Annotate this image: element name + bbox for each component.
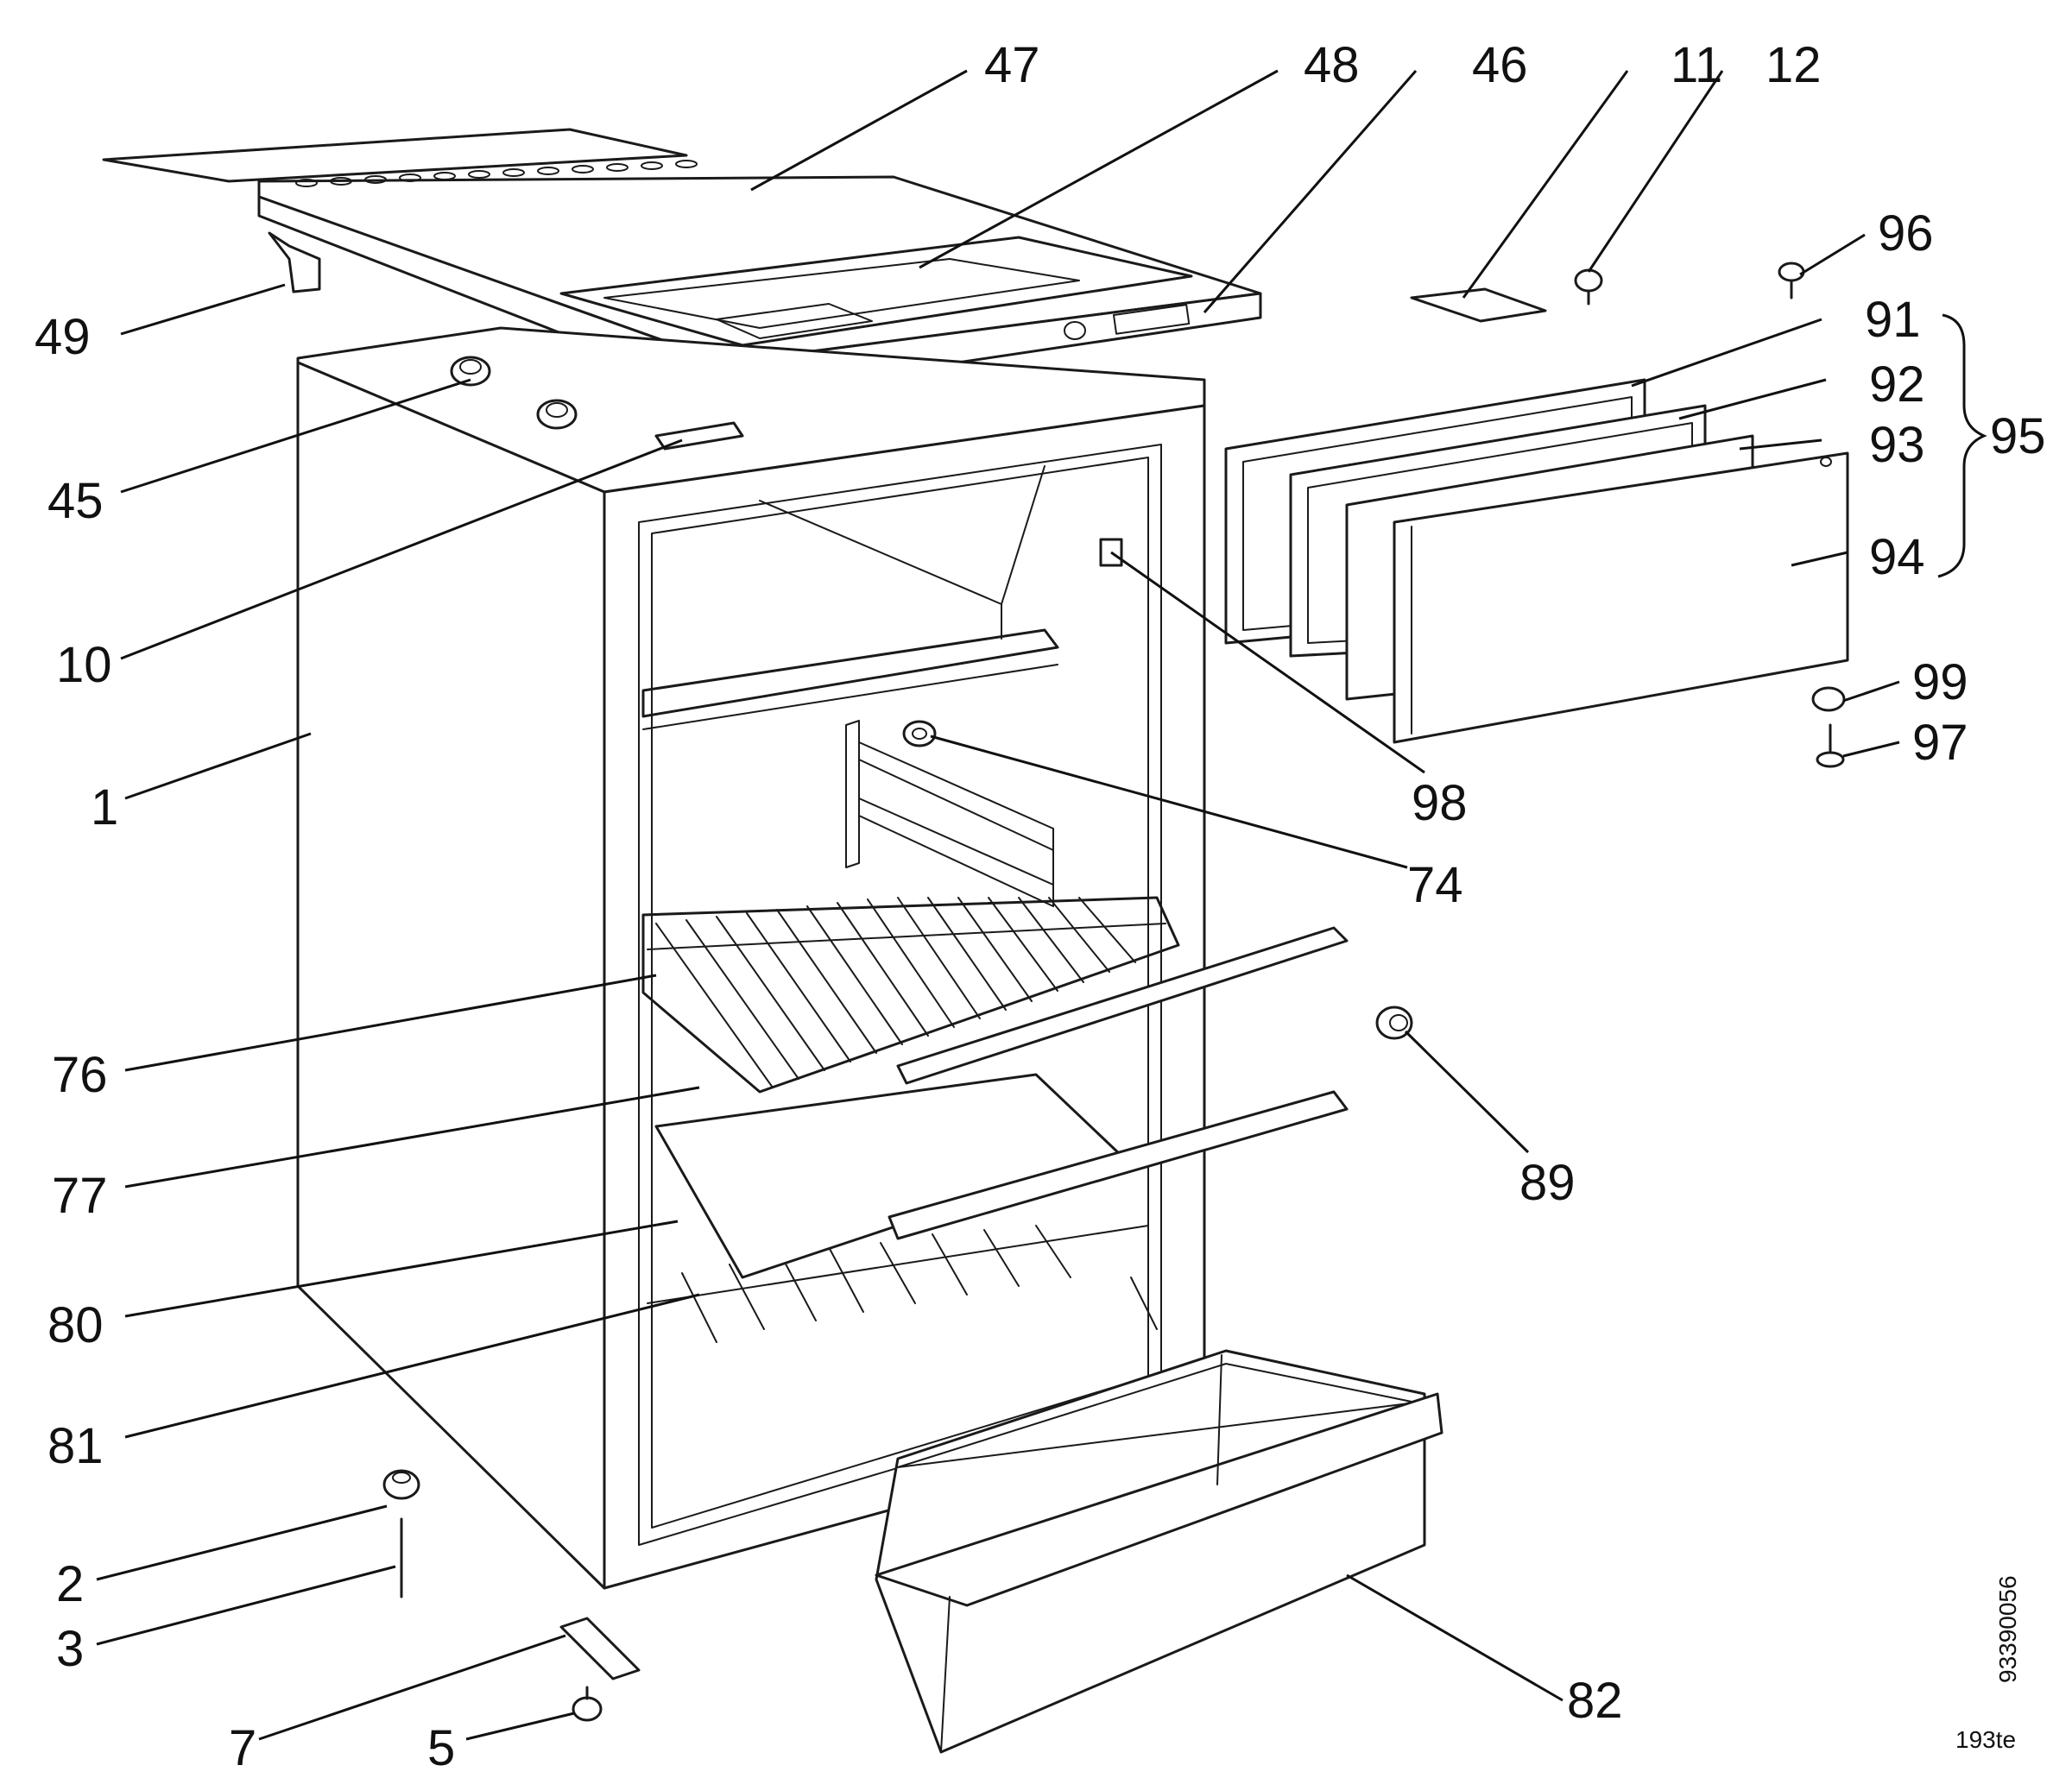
- callout-82: 82: [1567, 1673, 1623, 1729]
- callout-99: 99: [1912, 654, 1968, 710]
- callout-96: 96: [1878, 205, 1934, 262]
- callout-7: 7: [229, 1720, 256, 1776]
- callout-98: 98: [1412, 775, 1468, 831]
- callout-89: 89: [1519, 1155, 1576, 1211]
- callout-11: 11: [1671, 37, 1722, 93]
- crisper-cover-shelf: [654, 1073, 1349, 1279]
- callout-76: 76: [52, 1047, 108, 1103]
- small-parts: [268, 231, 1846, 1722]
- callout-47: 47: [984, 37, 1040, 93]
- callout-94: 94: [1869, 529, 1925, 585]
- callout-labels: 47 48 46 11 12 96 91 92 93 95 94 99 97 4…: [35, 37, 2046, 1776]
- callout-92: 92: [1869, 356, 1925, 413]
- leader-lines: [96, 69, 1900, 1741]
- callout-10: 10: [56, 637, 112, 693]
- group-brace: [1937, 313, 1987, 578]
- callout-45: 45: [47, 473, 104, 529]
- drawing-number: 93390056: [1994, 1575, 2021, 1683]
- wire-shelf: [641, 896, 1349, 1094]
- callout-12: 12: [1766, 37, 1822, 93]
- callout-2: 2: [56, 1556, 84, 1612]
- callout-74: 74: [1407, 857, 1463, 913]
- callout-77: 77: [52, 1168, 108, 1224]
- callout-93: 93: [1869, 417, 1925, 473]
- callout-46: 46: [1472, 37, 1528, 93]
- callout-1: 1: [91, 779, 118, 835]
- callout-91: 91: [1865, 292, 1921, 348]
- crisper-drawer: [875, 1349, 1443, 1754]
- callout-95: 95: [1990, 408, 2046, 464]
- callout-3: 3: [56, 1621, 84, 1677]
- callout-48: 48: [1304, 37, 1360, 93]
- callout-97: 97: [1912, 715, 1968, 771]
- callout-81: 81: [47, 1418, 104, 1474]
- callout-5: 5: [427, 1720, 455, 1776]
- drawing-code: 193te: [1955, 1726, 2016, 1753]
- callout-80: 80: [47, 1297, 104, 1353]
- door-assembly: [1224, 378, 1849, 744]
- callout-49: 49: [35, 309, 91, 365]
- shelf-supports: [845, 720, 1054, 907]
- cabinet-body: [296, 326, 1206, 1590]
